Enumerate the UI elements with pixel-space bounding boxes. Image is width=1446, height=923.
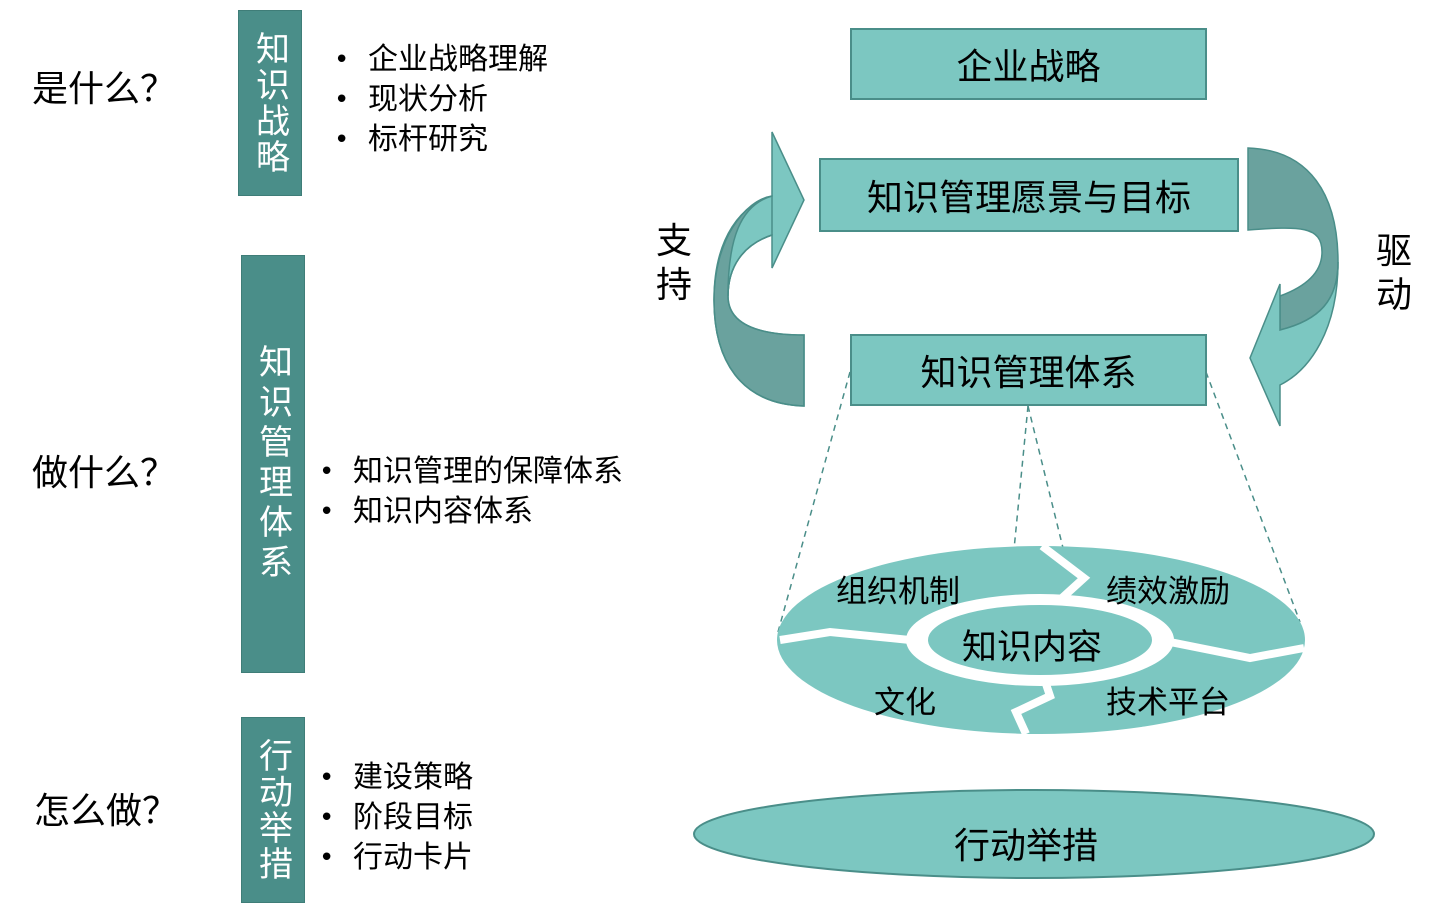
- wheel-center-label: 知识内容: [962, 628, 1103, 668]
- drive-label: 驱动: [1375, 231, 1412, 316]
- projection-lines: [777, 371, 1301, 735]
- wheel-org-label: 组织机制: [836, 574, 960, 610]
- wheel-tech-label: 技术平台: [1106, 685, 1230, 721]
- strategy-box: 企业战略: [850, 28, 1207, 100]
- wheel-incentive-label: 绩效激励: [1106, 574, 1230, 610]
- list-item: 知识管理的保障体系: [319, 452, 623, 492]
- bullets-system: 知识管理的保障体系 知识内容体系: [319, 452, 623, 532]
- bullets-strategy: 企业战略理解 现状分析 标杆研究: [334, 40, 548, 160]
- support-arrow-icon: [713, 131, 805, 407]
- action-label: 行动举措: [954, 826, 1099, 867]
- bullets-action: 建设策略 阶段目标 行动卡片: [319, 758, 473, 878]
- question-do-what: 做什么？: [32, 453, 177, 494]
- system-box: 知识管理体系: [850, 334, 1207, 406]
- question-what: 是什么？: [32, 69, 177, 110]
- list-item: 现状分析: [334, 80, 548, 120]
- bar-action: 行动举措: [241, 717, 305, 903]
- vision-box: 知识管理愿景与目标: [819, 158, 1239, 232]
- list-item: 行动卡片: [319, 838, 473, 878]
- support-label: 支持: [655, 221, 692, 306]
- list-item: 知识内容体系: [319, 492, 623, 532]
- wheel-culture-label: 文化: [874, 685, 936, 721]
- list-item: 阶段目标: [319, 798, 473, 838]
- list-item: 标杆研究: [334, 120, 548, 160]
- list-item: 建设策略: [319, 758, 473, 798]
- content-wheel: [777, 542, 1305, 736]
- bar-knowledge-strategy: 知识战略: [238, 10, 302, 196]
- list-item: 企业战略理解: [334, 40, 548, 80]
- action-ellipse: [693, 789, 1375, 879]
- drive-arrow-icon: [1247, 147, 1339, 427]
- bar-km-system: 知识管理体系: [241, 255, 305, 673]
- question-how: 怎么做？: [34, 791, 179, 832]
